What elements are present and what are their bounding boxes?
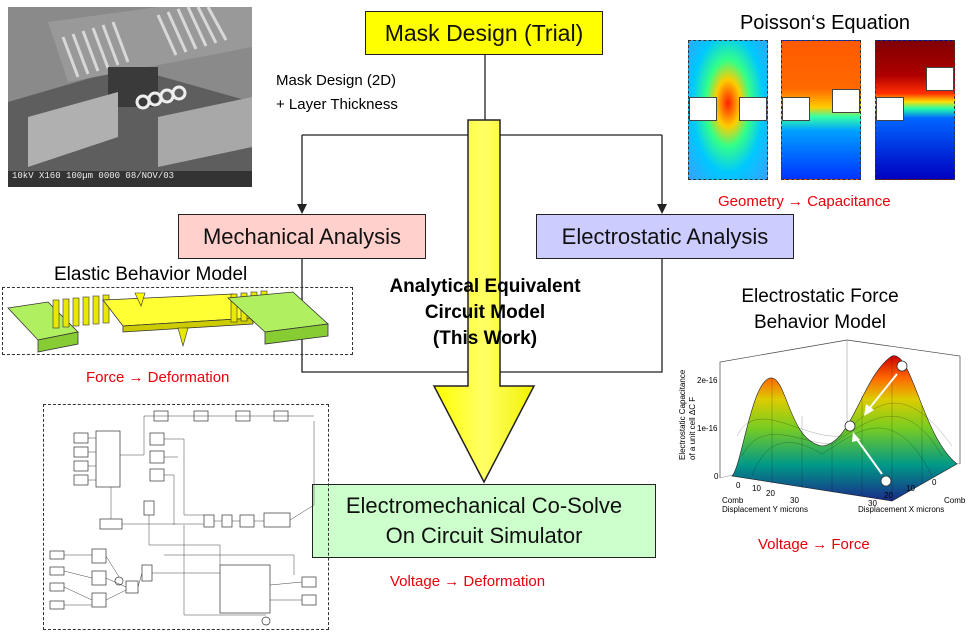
zaxis-label-line1: Electrostatic Capacitance	[678, 369, 687, 460]
circuit-schematic-frame	[43, 404, 329, 630]
big-arrow-shape	[432, 119, 536, 484]
sem-caption: 10kV X160 100µm 0000 08/NOV/03	[12, 171, 175, 181]
mechanical-analysis-box: Mechanical Analysis	[178, 214, 426, 259]
ytick-0: 0	[736, 481, 741, 490]
sem-micrograph-image: 10kV X160 100µm 0000 08/NOV/03	[8, 7, 252, 187]
xtick-30: 30	[868, 499, 877, 508]
poisson-field-3	[875, 40, 955, 180]
mask-2d-label: Mask Design (2D)	[276, 72, 397, 89]
voltage-force-caption: Voltage → Force	[758, 536, 870, 553]
circuit-schematic-drawing	[49, 410, 317, 626]
esf-title-line1: Electrostatic Force	[741, 286, 899, 307]
zaxis-label-line2: of a unit cell ΔC F	[688, 396, 697, 460]
force-deformation-caption: Force → Deformation	[86, 369, 230, 386]
yaxis-label-line1: Comb	[722, 496, 744, 505]
poisson-field-2	[781, 40, 861, 180]
ztick-2e16: 2e-16	[697, 376, 718, 385]
ytick-30: 30	[790, 496, 799, 505]
center-label-line1: Analytical Equivalent	[389, 276, 581, 297]
ztick-1e16: 1e-16	[697, 424, 718, 433]
center-label-line3: (This Work)	[432, 328, 538, 349]
ytick-10: 10	[752, 484, 761, 493]
voltage-deformation-caption: Voltage → Deformation	[390, 573, 546, 590]
poisson-field-1	[688, 40, 768, 180]
yaxis-label-line2: Displacement Y microns	[722, 505, 808, 514]
ztick-0: 0	[714, 472, 719, 481]
xaxis-label-line2: Displacement X microns	[858, 505, 945, 514]
cosolve-line1: Electromechanical Co-Solve	[345, 493, 623, 518]
capacitance-surface-plot	[719, 339, 961, 502]
elastic-model-frame	[2, 287, 353, 355]
cosolve-box: Electromechanical Co-Solve On Circuit Si…	[312, 484, 656, 558]
center-label-line2: Circuit Model	[424, 302, 546, 323]
xaxis-label-line1: Comb	[944, 496, 966, 505]
layer-thickness-label: + Layer Thickness	[276, 96, 398, 113]
xtick-0: 0	[932, 478, 937, 487]
cosolve-line2: On Circuit Simulator	[385, 523, 583, 548]
elastic-beam-drawing	[7, 290, 329, 353]
geometry-capacitance-caption: Geometry → Capacitance	[718, 193, 891, 210]
sem-device-drawing	[8, 7, 252, 187]
electrostatic-analysis-box: Electrostatic Analysis	[536, 214, 794, 259]
xtick-20: 20	[884, 491, 893, 500]
ytick-20: 20	[766, 489, 775, 498]
xtick-10: 10	[906, 484, 915, 493]
esf-title-line2: Behavior Model	[753, 312, 887, 333]
poisson-title: Poisson‘s Equation	[739, 12, 911, 34]
mask-design-box: Mask Design (Trial)	[365, 11, 603, 55]
elastic-model-title: Elastic Behavior Model	[54, 264, 248, 285]
